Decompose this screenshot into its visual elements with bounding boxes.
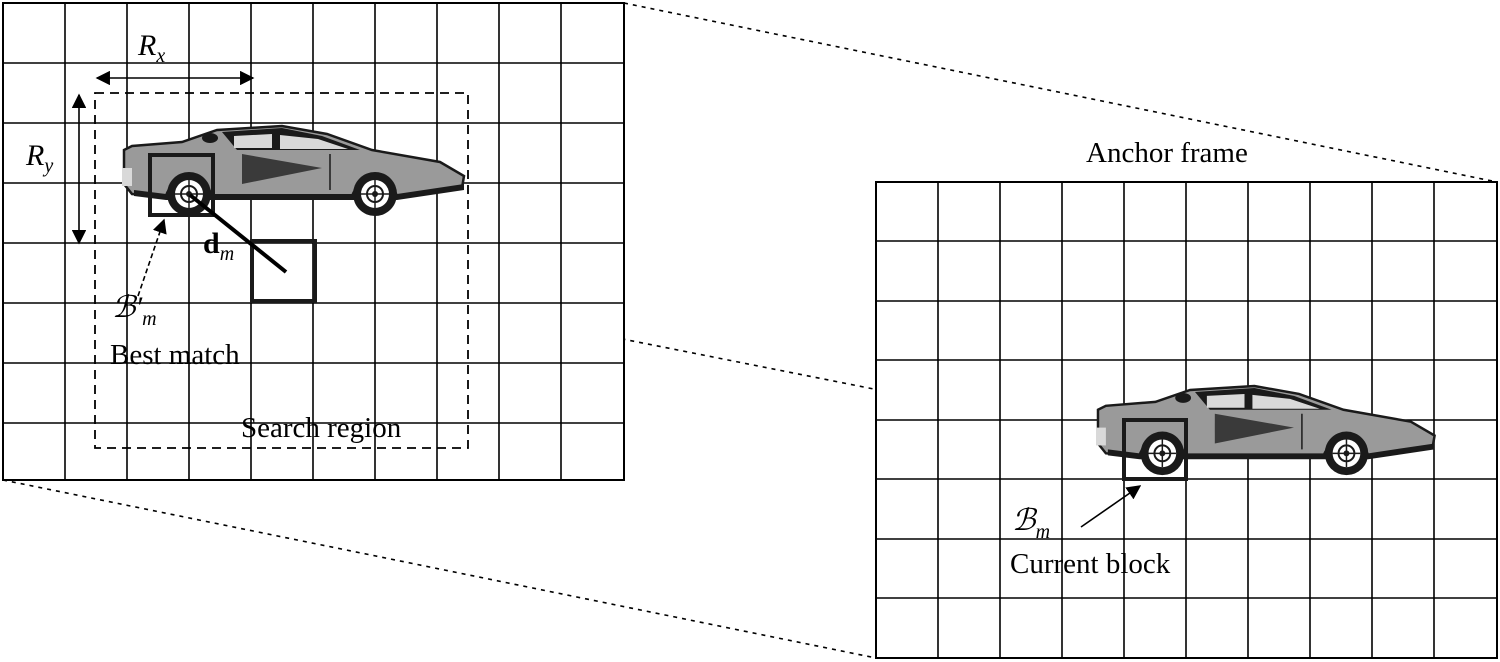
current-block-pointer (1080, 485, 1142, 528)
best-match-label: Best match (110, 339, 240, 371)
perspective-line-bottom (2, 479, 877, 659)
current-block (1122, 418, 1188, 481)
anchor-frame: Anchor frame ℬm Current block (875, 137, 1498, 659)
colocated-block (250, 239, 317, 303)
search-region-box (94, 92, 469, 449)
ry-label: Ry (25, 139, 53, 177)
search-region-label: Search region (241, 412, 402, 444)
current-block-label: Current block (1010, 548, 1171, 580)
motion-vector-line (188, 193, 288, 274)
rx-label: Rx (137, 29, 165, 67)
best-match-pointer (137, 218, 167, 297)
current-block-symbol: ℬm (1012, 504, 1050, 543)
anchor-frame-label: Anchor frame (1086, 137, 1248, 169)
target-frame-grid (3, 3, 624, 480)
best-match-symbol: ℬ′m (112, 291, 157, 330)
target-frame: Rx Ry dm ℬ′m Best match Search region (2, 2, 625, 481)
best-match-block (148, 153, 215, 217)
dm-label: dm (203, 227, 234, 265)
perspective-line-top (623, 2, 1498, 183)
